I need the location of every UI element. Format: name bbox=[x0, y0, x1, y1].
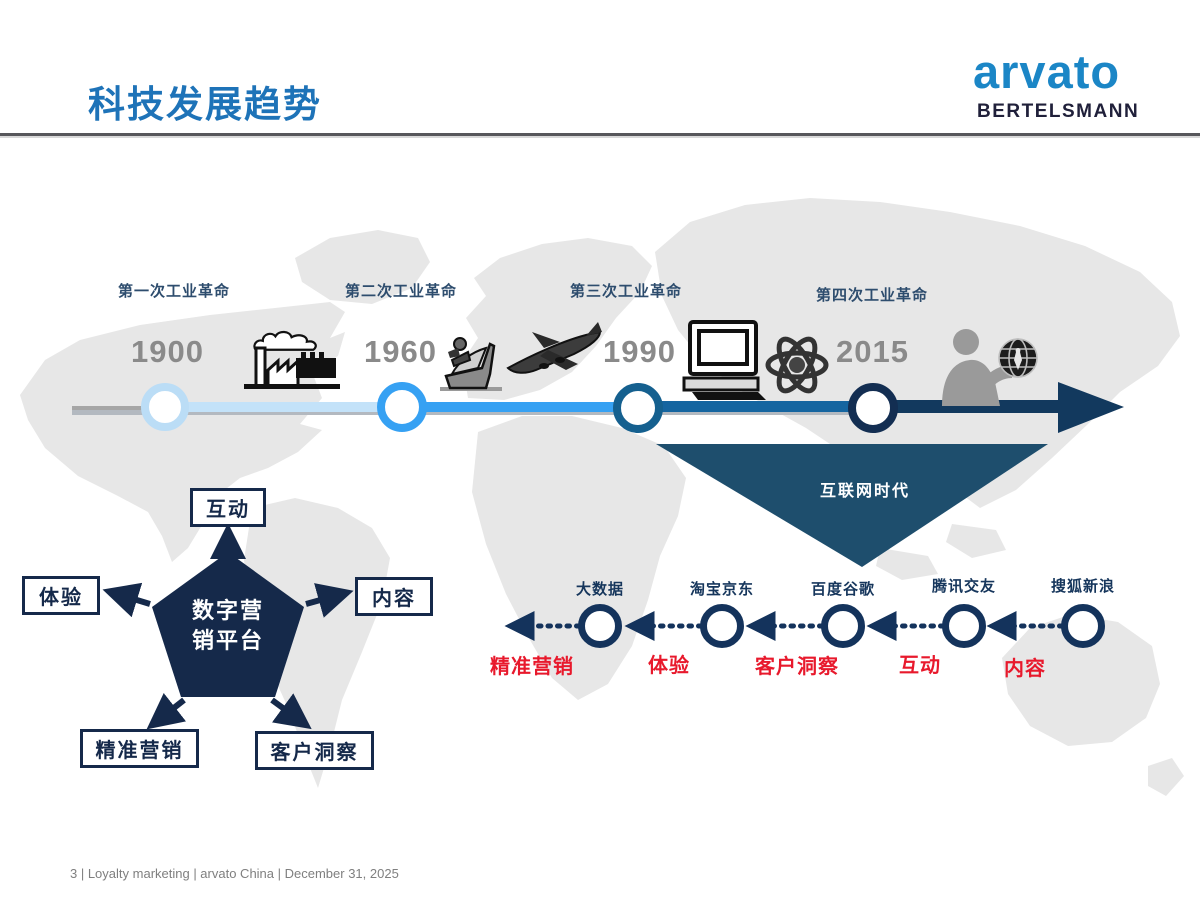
platform-pentagon bbox=[102, 523, 354, 730]
platform-node-content: 内容 bbox=[355, 577, 433, 616]
computer-icon bbox=[682, 320, 766, 400]
station-label-baidu-google: 百度谷歌 bbox=[810, 581, 875, 598]
internet-era-label: 互联网时代 bbox=[819, 483, 910, 500]
station-label-taobao-jd: 淘宝京东 bbox=[689, 581, 754, 598]
airplane-icon bbox=[506, 322, 602, 374]
timeline-segment-1990-2015 bbox=[638, 401, 873, 412]
milestone-label-2: 第二次工业革命 bbox=[345, 283, 458, 300]
platform-title-line2: 销平台 bbox=[191, 627, 264, 653]
timeline-node-1990 bbox=[613, 383, 663, 433]
timeline-node-1960 bbox=[377, 382, 427, 432]
atom-icon bbox=[765, 336, 829, 394]
platform-node-interaction: 互动 bbox=[190, 488, 266, 527]
platform-title-line1: 数字营 bbox=[191, 598, 264, 623]
header-divider bbox=[0, 133, 1200, 138]
station-label-bigdata: 大数据 bbox=[575, 581, 624, 598]
ship-icon bbox=[440, 337, 502, 391]
arvato-logo: arvato bbox=[973, 45, 1121, 98]
timeline-arrowhead bbox=[1058, 382, 1124, 433]
station-node-tencent bbox=[942, 604, 986, 648]
transition-label-content: 内容 bbox=[1004, 658, 1046, 680]
platform-node-customer-insight: 客户洞察 bbox=[255, 731, 374, 770]
bertelsmann-logo-text: BERTELSMANN bbox=[977, 101, 1140, 122]
page-title: 科技发展趋势 bbox=[88, 84, 322, 125]
platform-node-experience: 体验 bbox=[22, 576, 100, 615]
station-node-baidu-google bbox=[821, 604, 865, 648]
timeline-node-1900 bbox=[141, 383, 189, 431]
milestone-year-1960: 1960 bbox=[364, 334, 437, 369]
transition-label-interaction: 互动 bbox=[899, 655, 941, 677]
timeline-segment-1960-1990 bbox=[402, 402, 638, 412]
milestone-year-1900: 1900 bbox=[131, 334, 204, 369]
timeline-segment-1900-1960 bbox=[165, 402, 402, 412]
platform-title: 数字营 销平台 bbox=[158, 596, 298, 655]
milestone-year-1990: 1990 bbox=[603, 334, 676, 369]
station-node-bigdata bbox=[578, 604, 622, 648]
era-flow-arrows bbox=[504, 611, 1065, 641]
station-node-sohu-sina bbox=[1061, 604, 1105, 648]
platform-node-precision-marketing: 精准营销 bbox=[80, 729, 199, 768]
milestone-label-1: 第一次工业革命 bbox=[118, 283, 231, 300]
timeline-node-2015 bbox=[848, 383, 898, 433]
timeline-baseline bbox=[72, 410, 882, 415]
transition-label-customer-insight: 客户洞察 bbox=[755, 656, 839, 678]
factory-icon bbox=[244, 330, 340, 389]
timeline-arrow-shaft bbox=[873, 400, 1065, 413]
footer-text: 3 | Loyalty marketing | arvato China | D… bbox=[70, 866, 399, 881]
milestone-year-2015: 2015 bbox=[836, 334, 909, 369]
internet-era-triangle bbox=[656, 444, 1048, 567]
station-label-sohu-sina: 搜狐新浪 bbox=[1050, 578, 1115, 595]
person-globe-icon bbox=[942, 329, 1038, 406]
transition-label-experience: 体验 bbox=[648, 655, 690, 677]
station-label-tencent: 腾讯交友 bbox=[931, 578, 996, 595]
milestone-label-4: 第四次工业革命 bbox=[816, 287, 929, 304]
transition-label-precision-marketing: 精准营销 bbox=[490, 656, 574, 678]
milestone-label-3: 第三次工业革命 bbox=[570, 283, 683, 300]
station-node-taobao-jd bbox=[700, 604, 744, 648]
